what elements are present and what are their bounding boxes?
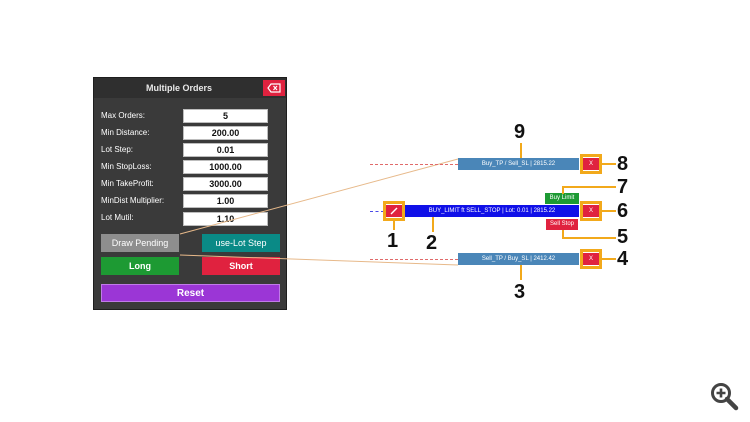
panel-title: Multiple Orders <box>145 83 212 93</box>
callout-4-leader <box>602 258 616 260</box>
lot-step-label: Lot Step: <box>101 145 134 154</box>
lot-step-input[interactable] <box>183 143 268 157</box>
callout-9-leader <box>520 143 522 158</box>
callout-8-leader <box>602 163 616 165</box>
highlight-sl-close <box>580 249 602 269</box>
use-lot-step-button[interactable]: use-Lot Step <box>202 234 280 252</box>
callout-6-leader <box>602 210 616 212</box>
callout-1-leader <box>393 221 395 230</box>
min-stoploss-input[interactable] <box>183 160 268 174</box>
callout-5-leader-v <box>562 230 564 238</box>
lot-mutil-label: Lot Mutil: <box>101 213 134 222</box>
entry-dashed-line <box>370 211 384 212</box>
connector-line-sl <box>179 254 459 266</box>
callout-9: 9 <box>514 121 526 143</box>
callout-2: 2 <box>426 232 438 254</box>
callout-7-leader-v <box>562 186 564 194</box>
callout-2-leader <box>432 217 434 232</box>
callout-7-leader-h <box>562 186 616 188</box>
min-stoploss-label: Min StopLoss: <box>101 162 152 171</box>
entry-drag-button[interactable] <box>386 205 402 217</box>
callout-6: 6 <box>617 200 629 222</box>
multiple-orders-panel: Multiple Orders Max Orders: Min Distance… <box>93 77 287 310</box>
tp-level-label[interactable]: Buy_TP / Sell_SL | 2815.22 <box>458 158 579 170</box>
callout-8: 8 <box>617 153 629 175</box>
callout-5: 5 <box>617 226 629 248</box>
zoom-in-icon <box>711 383 739 411</box>
short-button[interactable]: Short <box>202 257 280 275</box>
callout-1: 1 <box>387 230 399 252</box>
min-distance-input[interactable] <box>183 126 268 140</box>
highlight-entry-close <box>580 201 602 221</box>
sell-stop-button[interactable]: Sell Stop <box>546 219 578 230</box>
highlight-tp-close <box>580 154 602 174</box>
entry-level-label[interactable]: BUY_LIMIT ft SELL_STOP | Lot: 0.01 | 281… <box>405 205 579 217</box>
callout-4: 4 <box>617 248 629 270</box>
mindist-multiplier-label: MinDist Multiplier: <box>101 196 165 205</box>
min-takeprofit-input[interactable] <box>183 177 268 191</box>
drag-pencil-icon <box>390 207 398 215</box>
callout-3-leader <box>520 265 522 280</box>
panel-close-button[interactable] <box>263 80 285 96</box>
sl-level-label[interactable]: Sell_TP / Buy_SL | 2412.42 <box>458 253 579 265</box>
min-distance-label: Min Distance: <box>101 128 150 137</box>
connector-line-tp <box>179 158 459 235</box>
buy-limit-button[interactable]: Buy Limit <box>545 193 579 204</box>
entry-close-button[interactable]: X <box>583 205 599 217</box>
max-orders-input[interactable] <box>183 109 268 123</box>
callout-3: 3 <box>514 281 526 303</box>
tp-dashed-line <box>370 164 458 165</box>
callout-5-leader-h <box>562 237 616 239</box>
sl-close-button[interactable]: X <box>583 253 599 265</box>
panel-header: Multiple Orders <box>94 78 286 98</box>
mindist-multiplier-input[interactable] <box>183 194 268 208</box>
min-takeprofit-label: Min TakeProfit: <box>101 179 154 188</box>
tp-close-button[interactable]: X <box>583 158 599 170</box>
max-orders-label: Max Orders: <box>101 111 146 120</box>
zoom-in-button[interactable] <box>709 381 739 411</box>
sl-dashed-line <box>370 259 458 260</box>
reset-button[interactable]: Reset <box>101 284 280 302</box>
highlight-entry-drag <box>383 201 405 221</box>
backspace-x-icon <box>267 83 281 93</box>
draw-pending-button[interactable]: Draw Pending <box>101 234 179 252</box>
callout-7: 7 <box>617 176 629 198</box>
long-button[interactable]: Long <box>101 257 179 275</box>
